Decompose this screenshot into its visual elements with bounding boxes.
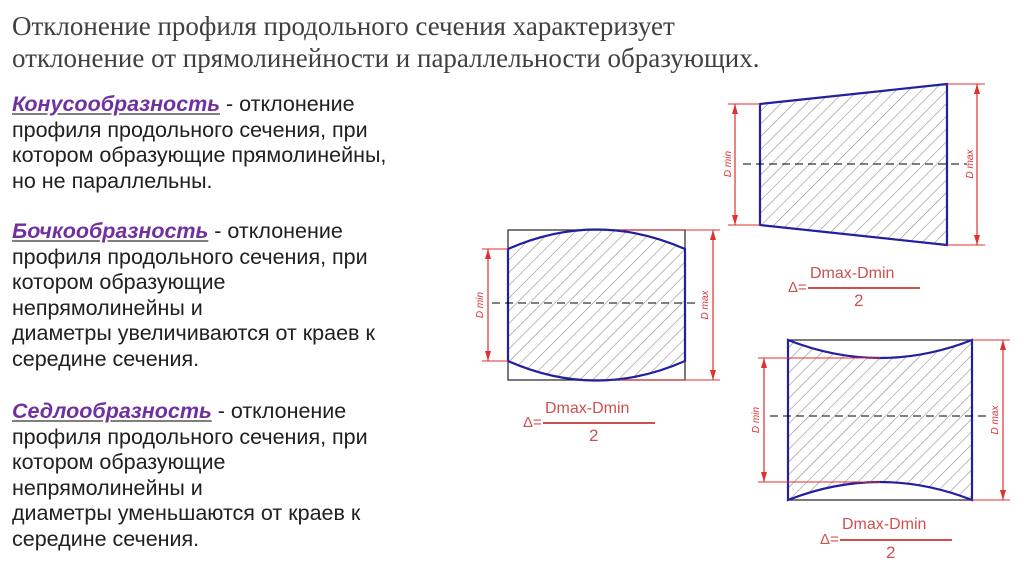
definition-text: профиля продольного сечения, при bbox=[12, 117, 368, 142]
fraction-bar bbox=[840, 539, 952, 541]
definition-text: котором образующие bbox=[12, 270, 226, 294]
definition-text: - отклонение bbox=[211, 399, 347, 423]
formula-taper: Δ= Dmax-Dmin 2 bbox=[788, 265, 928, 315]
term-barrel: Бочкообразность bbox=[12, 219, 209, 243]
taper-diagram: D min D max bbox=[723, 82, 985, 247]
dmax-label: D max bbox=[990, 405, 1001, 435]
dmax-label: D max bbox=[965, 149, 976, 179]
formula-denominator: 2 bbox=[886, 543, 896, 562]
definition-text: профиля продольного сечения, при bbox=[12, 424, 368, 449]
definition-text: - отклонение bbox=[220, 92, 355, 116]
dmax-label: D max bbox=[700, 290, 711, 320]
definition-text: непрямолинейны и bbox=[12, 295, 203, 320]
formula-denominator: 2 bbox=[589, 426, 599, 445]
definition-text: но не параллельны. bbox=[12, 168, 213, 193]
definition-text: диаметры увеличиваются от краев к bbox=[12, 321, 375, 345]
formula-numerator: Dmax-Dmin bbox=[842, 516, 927, 533]
title-line-2: отклонение от прямолинейности и параллел… bbox=[12, 43, 760, 73]
formula-barrel: Δ= Dmax-Dmin 2 bbox=[523, 400, 663, 450]
formula-delta: Δ= bbox=[820, 531, 839, 548]
saddle-diagram: D min D max bbox=[751, 338, 1010, 502]
formula-numerator: Dmax-Dmin bbox=[545, 400, 630, 417]
definition-text: середине сечения. bbox=[12, 526, 200, 551]
title-line-1: Отклонение профиля продольного сечения х… bbox=[12, 11, 675, 41]
barrel-profile bbox=[506, 228, 687, 382]
definition-text: середине сечения. bbox=[12, 346, 200, 371]
definition-text: диаметры уменьшаются от краев к bbox=[12, 501, 361, 525]
formula-denominator: 2 bbox=[854, 291, 864, 310]
definition-text: непрямолинейны и bbox=[12, 475, 203, 500]
saddle-profile bbox=[786, 338, 974, 502]
slide-title: Отклонение профиля продольного сечения х… bbox=[12, 10, 1012, 74]
barrel-diagram: D min D max bbox=[475, 228, 720, 382]
formula-delta: Δ= bbox=[523, 414, 542, 431]
definition-text: котором образующие прямолинейны, bbox=[12, 143, 387, 167]
formula-saddle: Δ= Dmax-Dmin 2 bbox=[820, 516, 960, 570]
definition-text: профиля продольного сечения, при bbox=[12, 244, 368, 269]
formula-delta: Δ= bbox=[788, 279, 807, 296]
term-taper: Конусообразность bbox=[12, 92, 221, 116]
fraction-bar bbox=[808, 287, 920, 289]
definition-saddle: Седлообразность - отклонение профиля про… bbox=[12, 399, 368, 552]
dmin-label: D min bbox=[751, 407, 762, 434]
definition-text: - отклонение bbox=[208, 219, 343, 243]
dmin-label: D min bbox=[475, 292, 486, 319]
dmin-label: D min bbox=[723, 151, 734, 178]
definition-barrel: Бочкообразность - отклонение профиля про… bbox=[12, 219, 375, 372]
fraction-bar bbox=[543, 422, 655, 424]
term-saddle: Седлообразность bbox=[12, 399, 212, 423]
formula-numerator: Dmax-Dmin bbox=[810, 265, 895, 282]
definition-text: котором образующие bbox=[12, 450, 226, 474]
definition-taper: Конусообразность - отклонение профиля пр… bbox=[12, 92, 386, 194]
